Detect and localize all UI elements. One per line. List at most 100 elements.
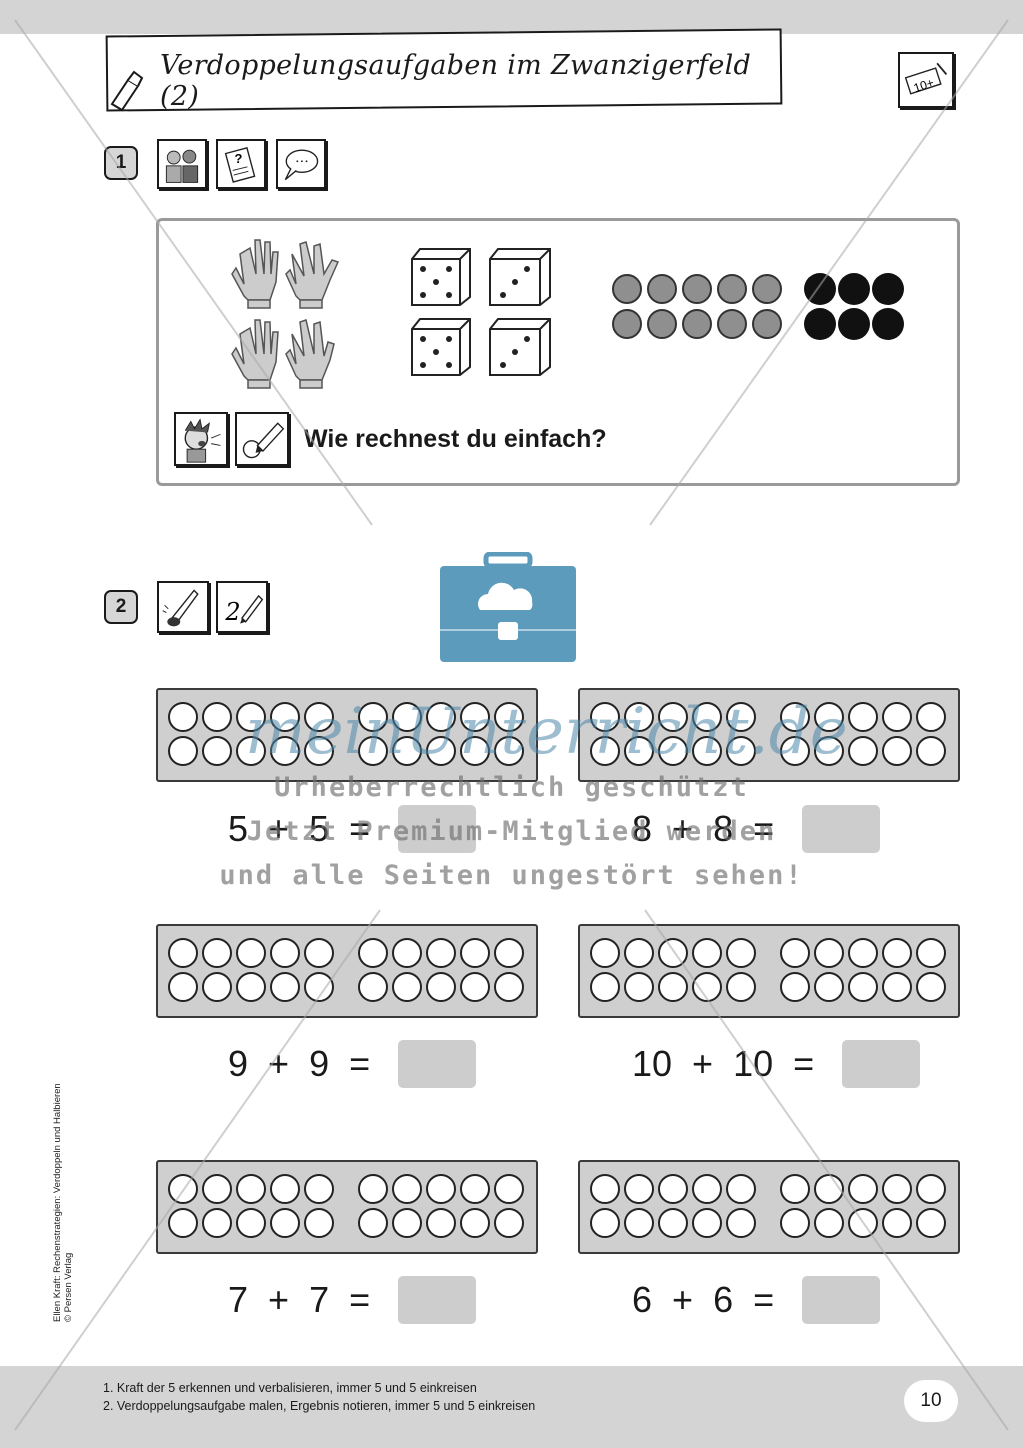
frame-cell[interactable] (814, 736, 844, 766)
frame-cell[interactable] (590, 938, 620, 968)
frame-cell[interactable] (236, 702, 266, 732)
frame-cell[interactable] (916, 736, 946, 766)
frame-cell[interactable] (392, 702, 422, 732)
answer-box[interactable] (802, 1276, 881, 1324)
frame-cell[interactable] (726, 702, 756, 732)
frame-cell[interactable] (848, 938, 878, 968)
frame-cell[interactable] (692, 972, 722, 1002)
frame-cell[interactable] (236, 1174, 266, 1204)
frame-cell[interactable] (590, 702, 620, 732)
frame-cell[interactable] (882, 972, 912, 1002)
frame-cell[interactable] (916, 1174, 946, 1204)
frame-cell[interactable] (916, 702, 946, 732)
frame-cell[interactable] (624, 702, 654, 732)
frame-cell[interactable] (624, 938, 654, 968)
frame-cell[interactable] (202, 1174, 232, 1204)
frame-cell[interactable] (202, 736, 232, 766)
frame-cell[interactable] (590, 1174, 620, 1204)
frame-cell[interactable] (916, 938, 946, 968)
frame-cell[interactable] (236, 736, 266, 766)
answer-box[interactable] (802, 805, 881, 853)
frame-cell[interactable] (270, 972, 300, 1002)
frame-cell[interactable] (304, 1208, 334, 1238)
frame-cell[interactable] (848, 736, 878, 766)
frame-cell[interactable] (848, 1174, 878, 1204)
frame-cell[interactable] (780, 972, 810, 1002)
frame-cell[interactable] (814, 702, 844, 732)
frame-cell[interactable] (814, 938, 844, 968)
frame-cell[interactable] (882, 938, 912, 968)
frame-cell[interactable] (270, 1174, 300, 1204)
frame-cell[interactable] (692, 702, 722, 732)
frame-cell[interactable] (304, 1174, 334, 1204)
frame-cell[interactable] (494, 938, 524, 968)
frame-cell[interactable] (236, 972, 266, 1002)
frame-cell[interactable] (358, 1208, 388, 1238)
frame-cell[interactable] (692, 1208, 722, 1238)
frame-cell[interactable] (624, 972, 654, 1002)
frame-cell[interactable] (202, 938, 232, 968)
frame-cell[interactable] (358, 736, 388, 766)
frame-cell[interactable] (494, 736, 524, 766)
frame-cell[interactable] (426, 972, 456, 1002)
frame-cell[interactable] (270, 702, 300, 732)
frame-cell[interactable] (358, 972, 388, 1002)
frame-cell[interactable] (726, 1208, 756, 1238)
frame-cell[interactable] (392, 1208, 422, 1238)
frame-cell[interactable] (358, 938, 388, 968)
frame-cell[interactable] (658, 1174, 688, 1204)
frame-cell[interactable] (882, 702, 912, 732)
frame-cell[interactable] (780, 938, 810, 968)
frame-cell[interactable] (848, 1208, 878, 1238)
frame-cell[interactable] (168, 736, 198, 766)
frame-cell[interactable] (658, 972, 688, 1002)
frame-cell[interactable] (202, 702, 232, 732)
frame-cell[interactable] (848, 702, 878, 732)
frame-cell[interactable] (392, 972, 422, 1002)
frame-cell[interactable] (494, 702, 524, 732)
frame-cell[interactable] (270, 938, 300, 968)
frame-cell[interactable] (168, 1174, 198, 1204)
frame-cell[interactable] (780, 1208, 810, 1238)
frame-cell[interactable] (692, 938, 722, 968)
frame-cell[interactable] (460, 702, 490, 732)
frame-cell[interactable] (168, 702, 198, 732)
frame-cell[interactable] (624, 736, 654, 766)
frame-cell[interactable] (726, 1174, 756, 1204)
frame-cell[interactable] (460, 972, 490, 1002)
frame-cell[interactable] (494, 1208, 524, 1238)
frame-cell[interactable] (692, 736, 722, 766)
frame-cell[interactable] (814, 972, 844, 1002)
frame-cell[interactable] (658, 736, 688, 766)
frame-cell[interactable] (590, 1208, 620, 1238)
frame-cell[interactable] (460, 938, 490, 968)
frame-cell[interactable] (780, 736, 810, 766)
frame-cell[interactable] (814, 1208, 844, 1238)
frame-cell[interactable] (726, 736, 756, 766)
frame-cell[interactable] (460, 1174, 490, 1204)
frame-cell[interactable] (426, 1208, 456, 1238)
frame-cell[interactable] (168, 1208, 198, 1238)
frame-cell[interactable] (426, 1174, 456, 1204)
frame-cell[interactable] (392, 736, 422, 766)
frame-cell[interactable] (814, 1174, 844, 1204)
frame-cell[interactable] (658, 1208, 688, 1238)
frame-cell[interactable] (882, 1174, 912, 1204)
frame-cell[interactable] (780, 702, 810, 732)
frame-cell[interactable] (304, 972, 334, 1002)
frame-cell[interactable] (168, 938, 198, 968)
frame-cell[interactable] (916, 972, 946, 1002)
frame-cell[interactable] (494, 972, 524, 1002)
answer-box[interactable] (398, 1276, 477, 1324)
frame-cell[interactable] (848, 972, 878, 1002)
frame-cell[interactable] (658, 938, 688, 968)
frame-cell[interactable] (916, 1208, 946, 1238)
frame-cell[interactable] (780, 1174, 810, 1204)
frame-cell[interactable] (270, 736, 300, 766)
frame-cell[interactable] (304, 702, 334, 732)
frame-cell[interactable] (494, 1174, 524, 1204)
frame-cell[interactable] (426, 702, 456, 732)
frame-cell[interactable] (358, 1174, 388, 1204)
frame-cell[interactable] (590, 972, 620, 1002)
frame-cell[interactable] (304, 938, 334, 968)
